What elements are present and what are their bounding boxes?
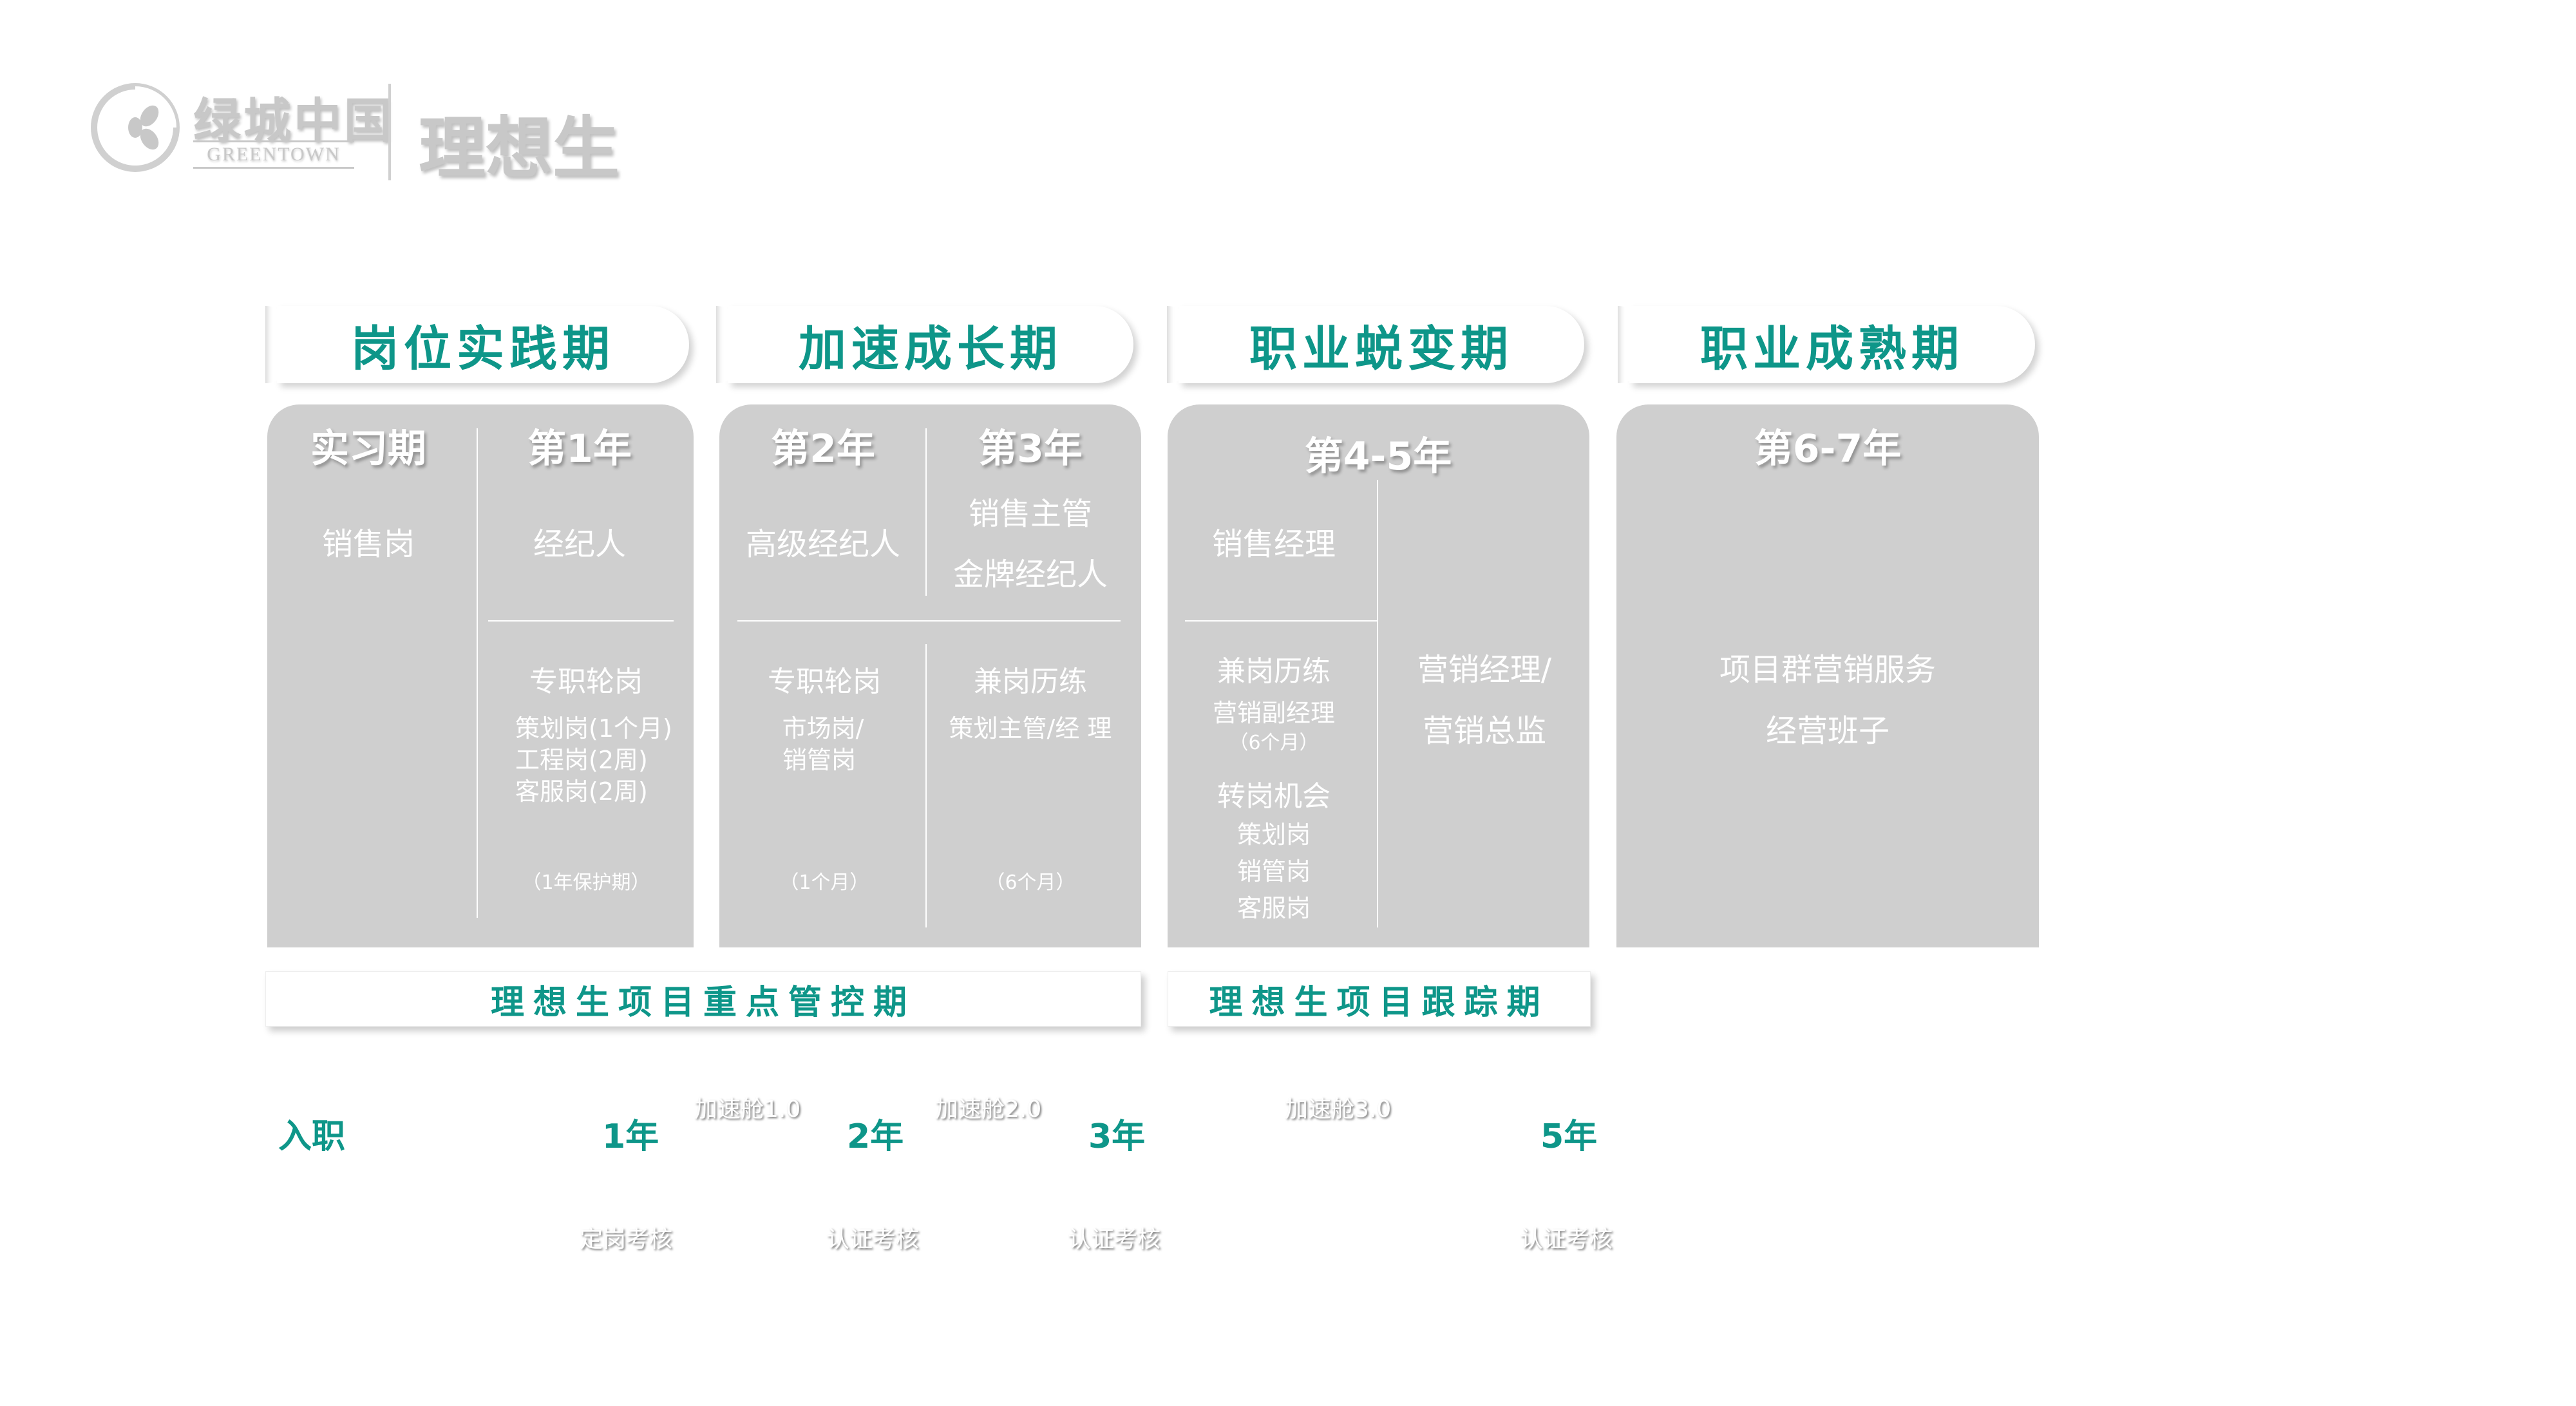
milestone-year-1: 1年 <box>602 1117 659 1156</box>
panel3-transfer-item: 客服岗 <box>1236 894 1311 922</box>
panel2-col2-head: 第3年 <box>978 426 1083 471</box>
tracking-period-label: 理想生项目跟踪期 <box>1209 983 1549 1022</box>
milestone-onboarding: 入职 <box>278 1117 346 1156</box>
panel2-col1-head: 第2年 <box>771 426 875 471</box>
milestone-year-3: 3年 <box>1088 1117 1146 1156</box>
panel-acceleration <box>719 404 1141 947</box>
panel3-hdivider <box>1185 620 1377 622</box>
panel2-col2-note: （6个月） <box>985 871 1075 894</box>
phase-title: 岗位实践期 <box>351 321 615 377</box>
phase-title: 职业成熟期 <box>1700 321 1964 377</box>
phase-tab-1: 岗位实践期 <box>265 306 689 383</box>
milestone-year-2: 2年 <box>847 1117 904 1156</box>
panel1-note: （1年保护期） <box>522 871 650 894</box>
panel3-transfer-item: 销管岗 <box>1236 857 1311 886</box>
panel2-col2-rotation-title: 兼岗历练 <box>974 665 1087 698</box>
panel2-col1-rotation-item: 销管岗 <box>782 746 857 774</box>
panel1-rotation-item: 工程岗(2周) <box>515 746 648 774</box>
exam-label: 认证考核 <box>826 1226 920 1253</box>
panel3-divider <box>1377 480 1378 927</box>
panel2-col1-note: （1个月） <box>779 871 869 894</box>
phase-title: 职业蜕变期 <box>1249 321 1513 377</box>
panel2-col1-role: 高级经纪人 <box>745 526 901 562</box>
panel2-col2-role-b: 金牌经纪人 <box>952 556 1108 593</box>
panel3-transfer-title: 转岗机会 <box>1217 780 1331 813</box>
exam-label: 定岗考核 <box>580 1226 673 1253</box>
panel2-col2-role-a: 销售主管 <box>968 496 1093 532</box>
booster-label: 加速舱2.0 <box>935 1096 1042 1123</box>
panel1-divider <box>477 428 478 918</box>
panel3-col1-role: 销售经理 <box>1211 526 1336 562</box>
phase-title: 加速成长期 <box>799 321 1063 377</box>
brand-name-cn: 绿城中国 <box>193 93 394 149</box>
phase-tab-3: 职业蜕变期 <box>1167 306 1584 383</box>
panel3-col2-role-a: 营销经理/ <box>1417 652 1552 688</box>
panel1-col2-head: 第1年 <box>527 426 632 471</box>
program-name: 理想生 <box>419 109 620 187</box>
panel1-col1-head: 实习期 <box>310 426 426 471</box>
panel2-col1-rotation-title: 专职轮岗 <box>768 665 881 698</box>
panel3-concurrent-item: 营销副经理 <box>1212 699 1336 727</box>
panel4-head: 第6-7年 <box>1754 426 1902 471</box>
phase-tab-2: 加速成长期 <box>716 306 1133 383</box>
panel2-divider-top <box>925 428 927 596</box>
phase-tab-4: 职业成熟期 <box>1618 306 2035 383</box>
control-period-label: 理想生项目重点管控期 <box>490 983 916 1022</box>
panel3-concurrent-note: （6个月） <box>1229 732 1319 754</box>
panel3-col2-role-b: 营销总监 <box>1422 713 1547 749</box>
milestone-year-5: 5年 <box>1540 1117 1598 1156</box>
panel-maturity <box>1616 404 2039 947</box>
panel1-rotation-item: 客服岗(2周) <box>515 777 648 806</box>
panel2-hdivider <box>737 620 1121 622</box>
panel2-col1-rotation-item: 市场岗/ <box>782 714 864 743</box>
panel4-role-b: 经营班子 <box>1765 713 1890 749</box>
greentown-logo-mark <box>90 82 180 173</box>
panel1-col2-role: 经纪人 <box>533 526 627 562</box>
panel1-rotation-item: 策划岗(1个月) <box>515 714 672 743</box>
exam-label: 认证考核 <box>1520 1226 1613 1253</box>
panel2-divider-bottom <box>925 644 927 927</box>
brand-name-en: GREENTOWN <box>193 140 354 169</box>
panel-practice <box>267 404 694 947</box>
panel1-col1-role: 销售岗 <box>321 526 415 562</box>
panel3-transfer-item: 策划岗 <box>1236 821 1311 849</box>
panel1-rotation-title: 专职轮岗 <box>529 665 643 698</box>
logo-divider <box>388 84 391 180</box>
control-period-bar: 理想生项目重点管控期 <box>265 971 1141 1027</box>
panel1-hdivider <box>488 620 674 622</box>
panel2-col2-rotation-item: 策划主管/经 理 <box>949 714 1112 743</box>
panel-transformation <box>1168 404 1589 947</box>
exam-label: 认证考核 <box>1068 1226 1161 1253</box>
panel3-concurrent-title: 兼岗历练 <box>1217 655 1331 688</box>
panel3-head: 第4-5年 <box>1304 434 1452 479</box>
panel4-role-a: 项目群营销服务 <box>1719 652 1937 688</box>
booster-label: 加速舱3.0 <box>1285 1096 1392 1123</box>
tracking-period-bar: 理想生项目跟踪期 <box>1168 971 1591 1027</box>
booster-label: 加速舱1.0 <box>694 1096 801 1123</box>
